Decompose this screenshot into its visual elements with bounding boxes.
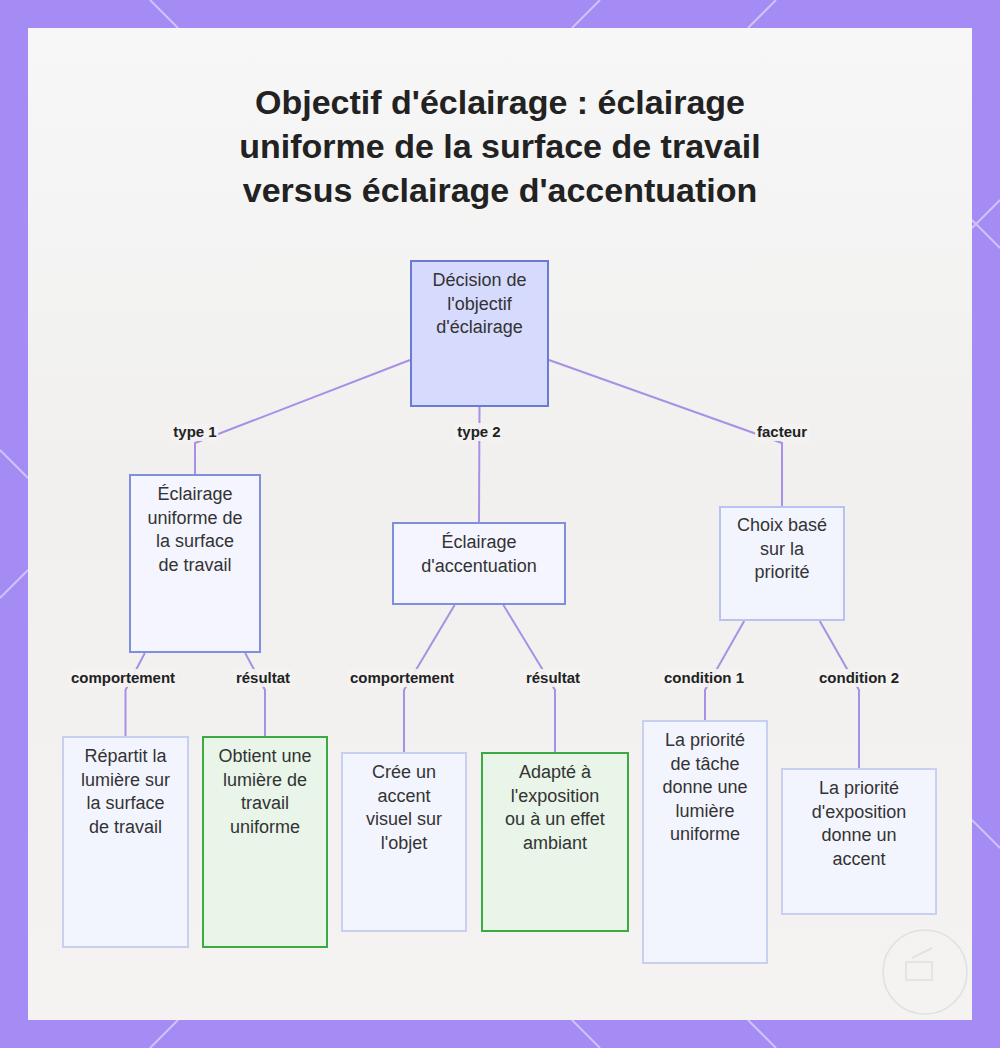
box-text: Éclairage d'accentuation: [404, 531, 554, 578]
process-box: Répartit la lumière sur la surface de tr…: [62, 736, 189, 948]
process-box: Crée un accent visuel sur l'objet: [341, 752, 467, 932]
edge-label: type 1: [171, 423, 218, 441]
edge-label: condition 2: [817, 669, 901, 687]
process-box: Obtient une lumière de travail uniforme: [202, 736, 328, 948]
process-box: Choix basé sur la priorité: [719, 506, 845, 621]
process-box: Éclairage uniforme de la surface de trav…: [129, 474, 261, 653]
connector-line: [549, 360, 782, 506]
process-box: Adapté à l'exposition ou à un effet ambi…: [481, 752, 629, 932]
edge-label: comportement: [348, 669, 456, 687]
process-box: La priorité de tâche donne une lumière u…: [642, 720, 768, 964]
edge-label: condition 1: [662, 669, 746, 687]
box-text: La priorité de tâche donne une lumière u…: [661, 729, 749, 847]
edge-label: type 2: [455, 423, 502, 441]
connector-line: [245, 653, 265, 736]
box-text: Crée un accent visuel sur l'objet: [357, 761, 452, 855]
edge-label: facteur: [755, 423, 809, 441]
process-box: Décision de l'objectif d'éclairage: [410, 260, 549, 407]
process-box: La priorité d'exposition donne un accent: [781, 768, 937, 915]
box-text: Choix basé sur la priorité: [732, 514, 832, 585]
box-text: Éclairage uniforme de la surface de trav…: [145, 483, 245, 577]
box-text: Adapté à l'exposition ou à un effet ambi…: [503, 761, 608, 855]
connectors: [126, 360, 860, 768]
edge-label: comportement: [69, 669, 177, 687]
diagram-title: Objectif d'éclairage : éclairage uniform…: [190, 80, 810, 212]
connector-line: [195, 360, 410, 474]
box-text: Obtient une lumière de travail uniforme: [218, 745, 313, 839]
connector-line: [820, 621, 859, 768]
process-box: Éclairage d'accentuation: [392, 522, 566, 605]
box-text: La priorité d'exposition donne un accent: [802, 777, 917, 871]
edge-label: résultat: [234, 669, 292, 687]
connector-line: [126, 653, 145, 736]
box-text: Répartit la lumière sur la surface de tr…: [78, 745, 173, 839]
box-text: Décision de l'objectif d'éclairage: [425, 269, 535, 340]
edge-label: résultat: [524, 669, 582, 687]
